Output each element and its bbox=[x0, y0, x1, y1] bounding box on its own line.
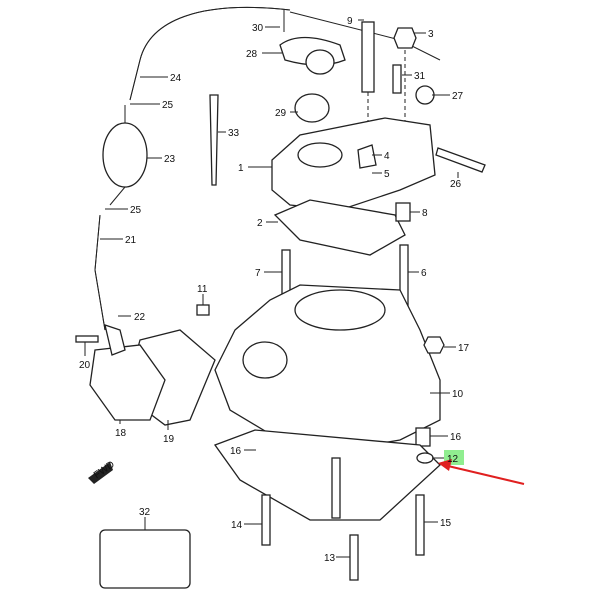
dowel-16-right bbox=[415, 427, 431, 447]
fitting-11 bbox=[196, 304, 210, 316]
label-29: 29 bbox=[275, 108, 287, 119]
label-14: 14 bbox=[231, 520, 243, 531]
label-25b: 25 bbox=[130, 205, 142, 216]
nut-27 bbox=[415, 85, 435, 105]
bolt-26 bbox=[435, 147, 486, 173]
cylinder-10 bbox=[214, 284, 441, 451]
bolt-20 bbox=[75, 335, 99, 343]
label-1: 1 bbox=[238, 163, 244, 174]
label-2: 2 bbox=[257, 218, 263, 229]
cover-18 bbox=[89, 344, 166, 421]
cylinder-head-1 bbox=[271, 117, 436, 211]
label-20: 20 bbox=[79, 360, 91, 371]
label-27: 27 bbox=[452, 91, 464, 102]
dowel-8 bbox=[395, 202, 411, 222]
label-16: 16 bbox=[450, 432, 462, 443]
label-16b: 16 bbox=[230, 446, 242, 457]
label-31: 31 bbox=[414, 71, 426, 82]
label-18: 18 bbox=[115, 428, 127, 439]
label-24: 24 bbox=[170, 73, 182, 84]
label-3: 3 bbox=[428, 29, 434, 40]
label-30: 30 bbox=[252, 23, 264, 34]
stud-13 bbox=[349, 534, 359, 581]
nut-3 bbox=[393, 27, 417, 49]
leader-lines bbox=[84, 19, 459, 558]
hose-21 bbox=[94, 214, 106, 331]
fwd-label: FWD bbox=[92, 459, 117, 481]
label-11: 11 bbox=[197, 284, 208, 295]
label-12: 12 bbox=[447, 454, 459, 465]
label-9: 9 bbox=[347, 16, 353, 27]
label-32: 32 bbox=[139, 507, 151, 518]
stud-15 bbox=[415, 494, 425, 556]
part-labels: 30 9 3 28 24 25 31 27 29 33 4 1 5 23 26 … bbox=[79, 16, 470, 564]
label-5: 5 bbox=[384, 169, 390, 180]
label-13: 13 bbox=[324, 553, 336, 564]
sensor-31 bbox=[392, 64, 402, 94]
stud-center bbox=[331, 457, 341, 519]
label-33: 33 bbox=[228, 128, 240, 139]
label-19: 19 bbox=[163, 434, 175, 445]
label-8: 8 bbox=[422, 208, 428, 219]
label-10: 10 bbox=[452, 389, 464, 400]
label-28: 28 bbox=[246, 49, 258, 60]
label-25: 25 bbox=[162, 100, 174, 111]
label-26: 26 bbox=[450, 179, 462, 190]
label-23: 23 bbox=[164, 154, 176, 165]
label-15: 15 bbox=[440, 518, 452, 529]
pointer-arrow bbox=[438, 459, 525, 485]
spark-plug-9 bbox=[361, 21, 375, 93]
gasket-set-32 bbox=[99, 529, 191, 589]
elbow-22 bbox=[104, 324, 126, 356]
label-17: 17 bbox=[458, 343, 470, 354]
stud-14 bbox=[261, 494, 271, 546]
hose-24 bbox=[129, 7, 291, 101]
base-gasket-12 bbox=[213, 429, 441, 521]
filter-23 bbox=[102, 122, 148, 188]
gasket-2 bbox=[273, 199, 406, 256]
bolt-33 bbox=[209, 94, 219, 186]
label-22: 22 bbox=[134, 312, 146, 323]
thermostat-29 bbox=[294, 93, 330, 123]
fwd-arrow-icon bbox=[88, 462, 113, 484]
nut-17 bbox=[423, 336, 445, 354]
label-4: 4 bbox=[384, 151, 390, 162]
label-21: 21 bbox=[125, 235, 137, 246]
label-7: 7 bbox=[255, 268, 261, 279]
label-6: 6 bbox=[421, 268, 427, 279]
